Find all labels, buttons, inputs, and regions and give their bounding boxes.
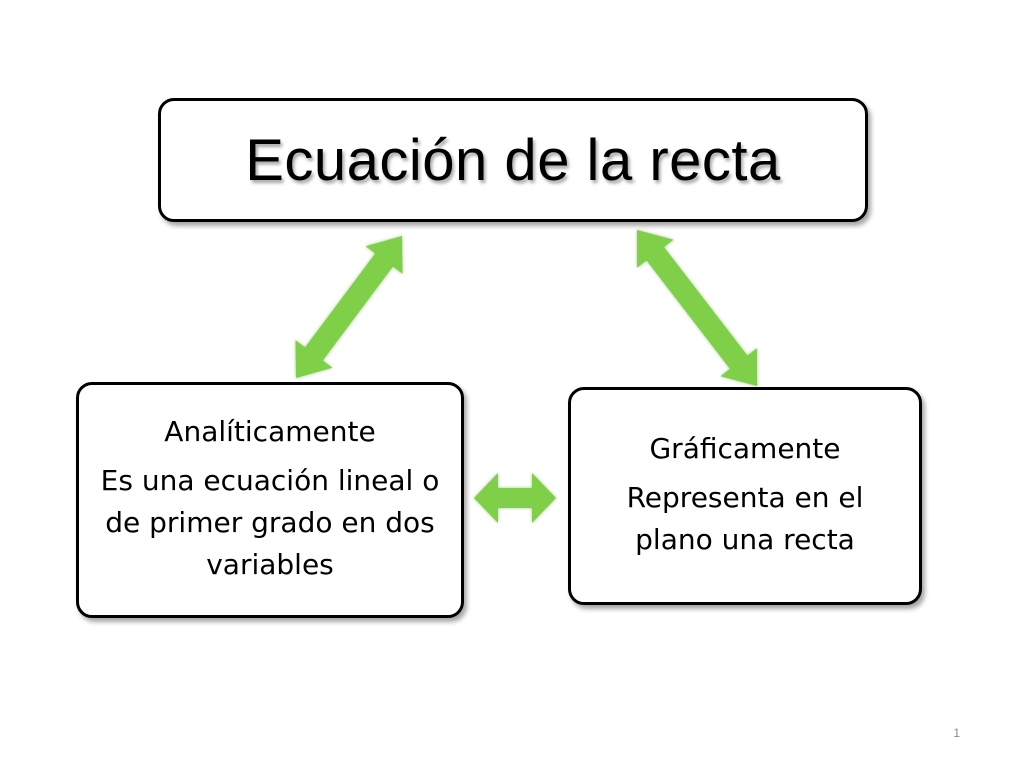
diagram-title: Ecuación de la recta — [245, 127, 781, 193]
arrow-title-graphic — [637, 230, 757, 386]
arrow-analytic-graphic — [474, 473, 556, 523]
analytic-heading: Analíticamente — [164, 415, 376, 448]
page-number: 1 — [953, 726, 960, 740]
analytic-description: Es una ecuación lineal o de primer grado… — [100, 464, 440, 581]
graphic-heading: Gráficamente — [649, 432, 841, 465]
graphic-node: Gráficamente Representa en el plano una … — [568, 387, 922, 605]
title-box: Ecuación de la recta — [158, 98, 868, 222]
arrow-title-analytic — [295, 236, 403, 378]
analytic-node: Analíticamente Es una ecuación lineal o … — [76, 382, 464, 618]
graphic-description: Representa en el plano una recta — [626, 481, 864, 556]
